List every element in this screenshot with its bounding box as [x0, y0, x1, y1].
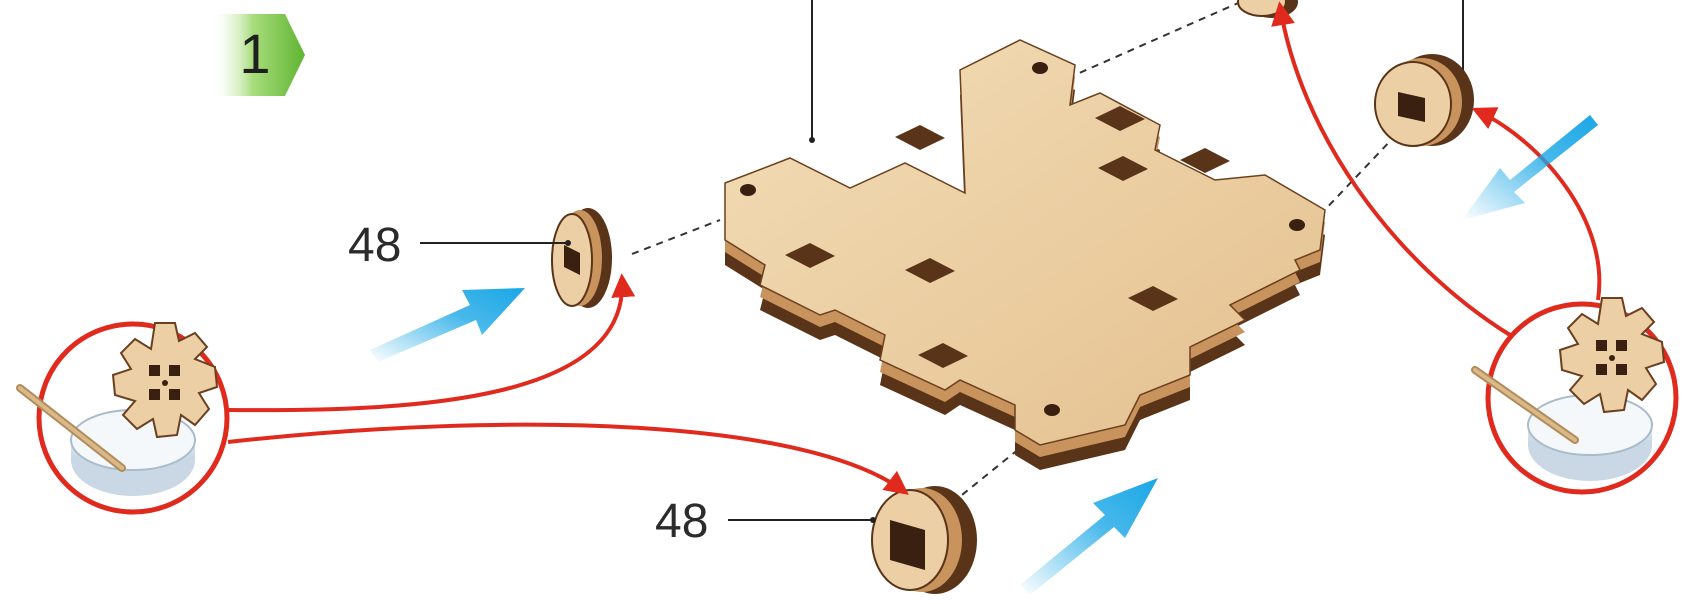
washer-right: [1375, 54, 1474, 146]
washer-bottom: [872, 486, 977, 594]
gear-part-icon-right: [1560, 298, 1664, 412]
leader-dot-48-bottom: [870, 517, 876, 523]
step-number: 1: [235, 14, 275, 94]
leader-dot-top-left: [809, 137, 815, 143]
gear-part-icon: [113, 323, 217, 437]
washer-top-right: [1238, 0, 1298, 18]
leader-dot-48-top: [565, 240, 571, 246]
part-count-label-bottom: 48: [655, 498, 708, 546]
wooden-base-plate: [725, 40, 1325, 470]
part-count-label-top: 48: [348, 222, 401, 270]
washer-left: [552, 208, 612, 308]
